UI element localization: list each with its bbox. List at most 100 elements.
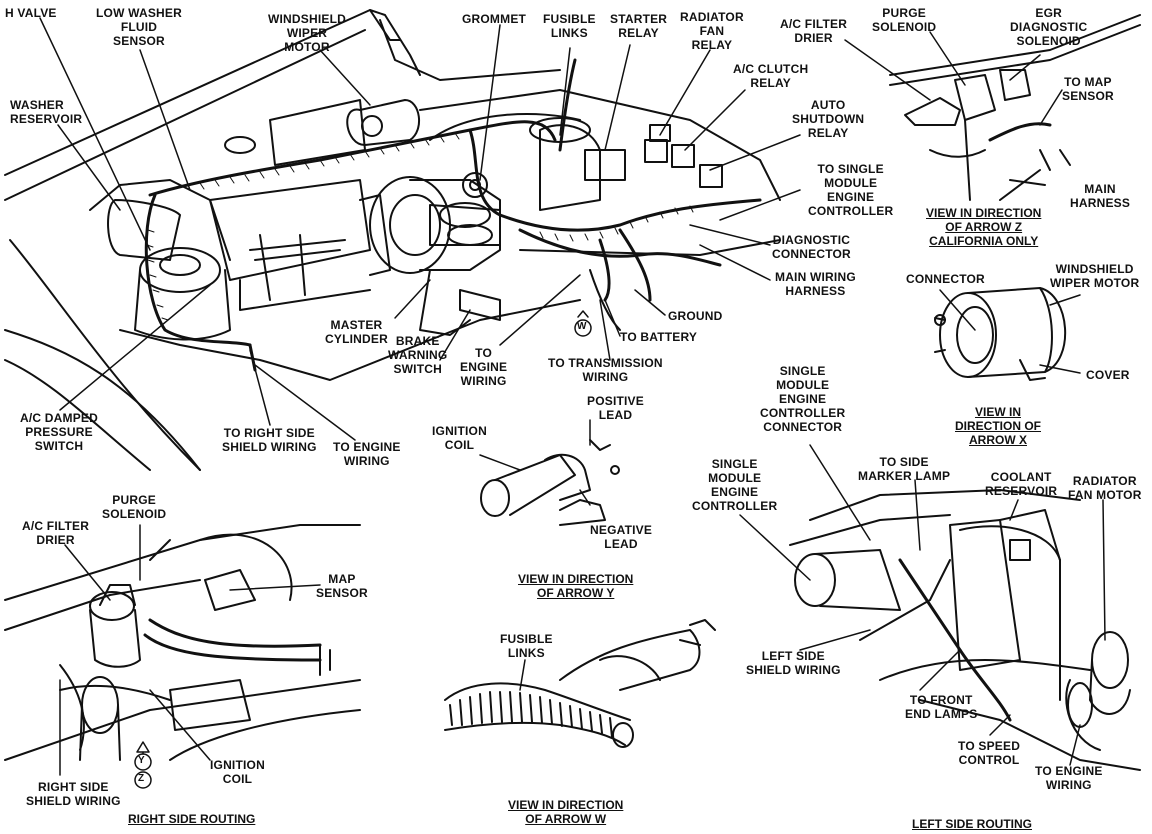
label-line: WIPER [286,26,328,40]
label-line: TO SINGLE [817,162,884,176]
label-line: CONNECTOR [763,420,843,434]
leader-lines-left [740,445,1105,765]
label-line: NEGATIVE [590,523,653,537]
label-grommet: GROMMET [462,12,526,26]
label-line: WINDSHIELD [268,12,346,26]
caption-line: CALIFORNIA ONLY [929,234,1039,248]
leader-lines-right [60,525,320,775]
label-line: TO FRONT [909,693,973,707]
label-line: A/C DAMPED [20,411,99,425]
label-line: LINKS [507,646,545,660]
label-line: MODULE [708,471,762,485]
label-line: EGR [1035,6,1062,20]
caption-line: VIEW IN DIRECTION [508,798,624,812]
label-line: WARNING [388,348,448,362]
label-line: LEFT SIDE [761,649,825,663]
label-line: TO SPEED [958,739,1021,753]
label-line: RESERVOIR [985,484,1058,498]
label-line: TO ENGINE [333,440,401,454]
label-line: MASTER [330,318,383,332]
label-line: DIAGNOSTIC [772,233,851,247]
label-line: A/C FILTER [22,519,90,533]
label-line: IGNITION [210,758,265,772]
label-line: SENSOR [1062,89,1114,103]
label-line: WIRING [460,374,507,388]
label-line: DIAGNOSTIC [1010,20,1088,34]
label-line: CONNECTOR [906,272,985,286]
label-arrow-y-letter: Y [138,755,145,767]
label-connector: CONNECTOR [906,272,985,286]
label-line: PRESSURE [25,425,93,439]
caption-line: DIRECTION OF [955,419,1041,433]
left-side-routing-illustration [790,490,1140,770]
label-line: SWITCH [393,362,442,376]
label-line: SHIELD WIRING [26,794,121,808]
label-line: CONTROL [958,753,1020,767]
label-line: Z [138,773,145,784]
main-engine-bay-illustration [5,10,780,470]
label-line: PURGE [882,6,926,20]
label-line: RELAY [691,38,733,52]
label-line: PURGE [112,493,156,507]
label-line: COIL [444,438,475,452]
label-arrow-z-letter: Z [138,773,144,785]
label-line: SHUTDOWN [792,112,865,126]
view-y-illustration [481,440,619,525]
label-line: CONTROLLER [760,406,846,420]
main-wiring-harness-line [146,60,760,370]
view-w-illustration [445,620,715,747]
label-line: SHIELD WIRING [222,440,317,454]
label-line: TO BATTERY [620,330,698,344]
label-line: SENSOR [113,34,165,48]
label-to-battery: TO BATTERY [620,330,697,344]
label-line: WINDSHIELD [1055,262,1134,276]
caption-right-side: RIGHT SIDE ROUTING [128,812,255,826]
label-line: GROUND [668,309,723,323]
caption-line: OF ARROW W [525,812,607,826]
label-line: TO TRANSMISSION [548,356,663,370]
caption-line: VIEW IN DIRECTION [518,572,634,586]
label-line: WIPER MOTOR [1050,276,1140,290]
label-line: TO SIDE [879,455,929,469]
label-line: LEAD [604,537,638,551]
label-line: CONNECTOR [772,247,851,261]
label-line: HARNESS [1070,196,1131,210]
label-line: Y [138,755,145,766]
label-line: COVER [1086,368,1130,382]
label-line: WIRING [1045,778,1092,792]
label-line: W [577,321,587,332]
label-line: GROMMET [462,12,527,26]
label-line: SHIELD WIRING [746,663,841,677]
label-line: IGNITION [432,424,487,438]
label-line: RELAY [618,26,659,40]
label-line: MARKER LAMP [858,469,951,483]
label-line: LINKS [550,26,588,40]
label-line: TO [475,346,493,360]
leader-lines-z [845,32,1062,125]
label-line: SOLENOID [102,507,167,521]
